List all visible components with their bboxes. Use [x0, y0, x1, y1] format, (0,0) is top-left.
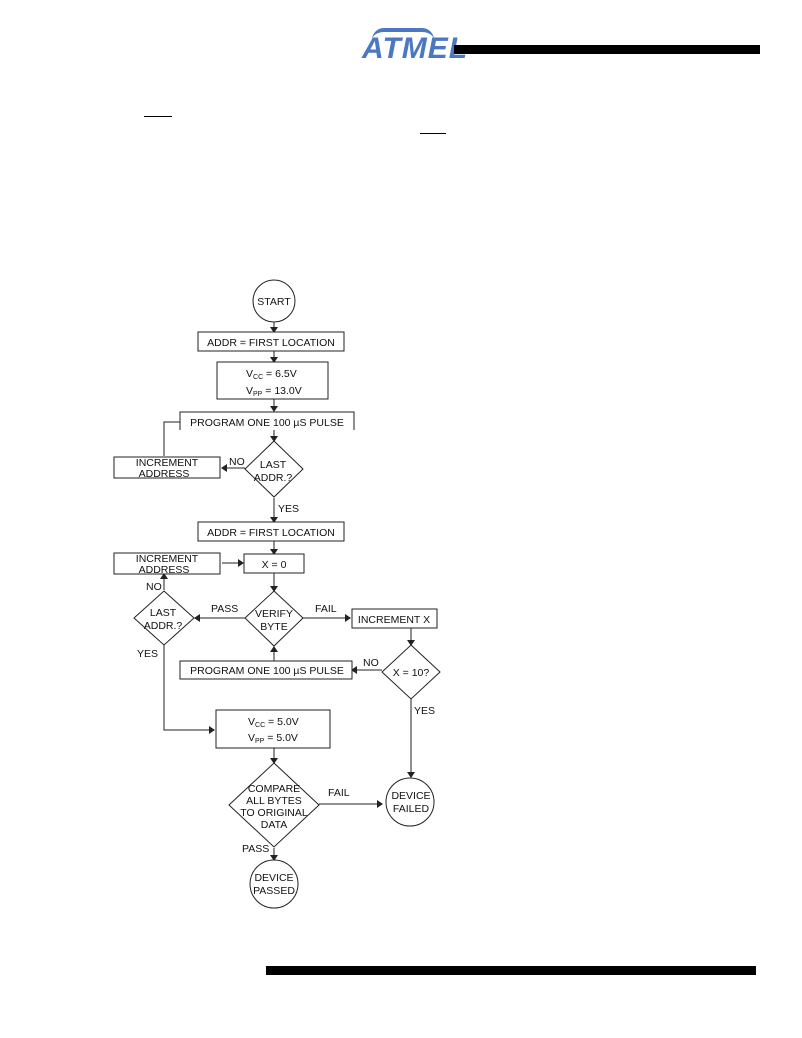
arrow-down [270, 357, 278, 363]
addr-first-location-box-2: ADDR = FIRST LOCATION [197, 521, 345, 542]
x-zero-label: X = 0 [262, 559, 287, 571]
arrow-left [221, 464, 227, 472]
device-failed-line2: FAILED [393, 803, 430, 815]
arrow-left [351, 666, 357, 674]
addr-first-location-label-2: ADDR = FIRST LOCATION [207, 527, 335, 539]
device-passed-node: DEVICE PASSED [249, 859, 299, 909]
increment-x-box: INCREMENT X [351, 608, 438, 629]
overbar-mark [144, 116, 172, 117]
verify-byte-line1: VERIFY [255, 608, 293, 620]
device-passed-line2: PASSED [253, 885, 295, 897]
compare-line1: COMPARE [248, 783, 300, 795]
arrow-down [407, 772, 415, 778]
program-pulse-box-2: PROGRAM ONE 100 µS PULSE [179, 660, 353, 680]
pass-label-2: PASS [242, 843, 269, 855]
last-addr-2-line2: ADDR.? [144, 620, 183, 632]
yes-label-3: YES [414, 705, 435, 717]
arrow-down [270, 327, 278, 333]
vpp-5-0-label: VPP = 5.0V [248, 732, 298, 745]
verify-byte-line2: BYTE [260, 621, 287, 633]
increment-x-label: INCREMENT X [358, 614, 430, 626]
increment-address-box-2: INCREMENT ADDRESS [113, 552, 221, 576]
arrow-right [209, 726, 215, 734]
arrow-right [345, 614, 351, 622]
voltage-box-verify: VCC = 5.0V VPP = 5.0V [215, 709, 331, 749]
increment-address-2-line1: INCREMENT [136, 553, 199, 565]
arrow-down [270, 758, 278, 764]
program-pulse-label-2: PROGRAM ONE 100 µS PULSE [190, 665, 344, 677]
last-addr-1-line2: ADDR.? [254, 472, 293, 484]
start-label: START [257, 296, 291, 308]
header-rule [454, 45, 760, 54]
arrowheads [160, 327, 415, 861]
arrow-left [194, 614, 200, 622]
program-pulse-label-1: PROGRAM ONE 100 µS PULSE [190, 417, 344, 429]
compare-decision: COMPARE ALL BYTES TO ORIGINAL DATA [228, 762, 320, 848]
arrow-right [238, 559, 244, 567]
arrow-down [270, 436, 278, 442]
arrow-up [160, 573, 168, 579]
x-zero-box: X = 0 [243, 553, 305, 574]
overbar-mark [420, 133, 446, 134]
arrow-down [270, 549, 278, 555]
addr-first-location-label-1: ADDR = FIRST LOCATION [207, 337, 335, 349]
yes-label-1: YES [278, 503, 299, 515]
last-addr-2-line1: LAST [150, 607, 177, 619]
start-node: START [252, 279, 296, 323]
footer-rule [266, 966, 756, 975]
arrow-up [270, 646, 278, 652]
no-label-2: NO [146, 581, 162, 593]
increment-address-1-line1: INCREMENT [136, 457, 199, 469]
x-ten-decision: X = 10? [381, 644, 441, 700]
arrow-down [270, 855, 278, 861]
last-addr-decision-1: LAST ADDR.? [244, 440, 304, 498]
pass-label-1: PASS [211, 603, 238, 615]
arrow-down [270, 586, 278, 592]
no-label-1: NO [229, 456, 245, 468]
device-failed-line1: DEVICE [391, 790, 430, 802]
last-addr-decision-2: LAST ADDR.? [133, 590, 195, 646]
device-passed-line1: DEVICE [254, 872, 293, 884]
compare-line3: TO ORIGINAL [240, 807, 308, 819]
fail-label-2: FAIL [328, 787, 350, 799]
compare-line2: ALL BYTES [246, 795, 302, 807]
arrow-down [270, 406, 278, 412]
verify-byte-decision: VERIFY BYTE [244, 590, 304, 647]
vcc-5-0-label: VCC = 5.0V [248, 716, 299, 729]
device-failed-node: DEVICE FAILED [385, 777, 435, 827]
program-pulse-box-1: PROGRAM ONE 100 µS PULSE [179, 411, 355, 430]
last-addr-1-line1: LAST [260, 459, 287, 471]
increment-address-box-1: INCREMENT ADDRESS [113, 456, 221, 480]
no-label-3: NO [363, 657, 379, 669]
addr-first-location-box-1: ADDR = FIRST LOCATION [197, 331, 345, 352]
arrow-down [407, 640, 415, 646]
arrow-right [377, 800, 383, 808]
arrow-down [270, 517, 278, 523]
x-ten-label: X = 10? [393, 667, 430, 679]
logo-swoosh [372, 28, 434, 40]
increment-address-1-line2: ADDRESS [139, 468, 190, 480]
compare-line4: DATA [261, 819, 287, 831]
increment-address-2-line2: ADDRESS [139, 564, 190, 576]
voltage-box-programming: VCC = 6.5V VPP = 13.0V [216, 361, 329, 400]
yes-label-2: YES [137, 648, 158, 660]
vpp-13-label: VPP = 13.0V [246, 385, 302, 398]
fail-label-1: FAIL [315, 603, 337, 615]
vcc-6-5-label: VCC = 6.5V [246, 368, 297, 381]
